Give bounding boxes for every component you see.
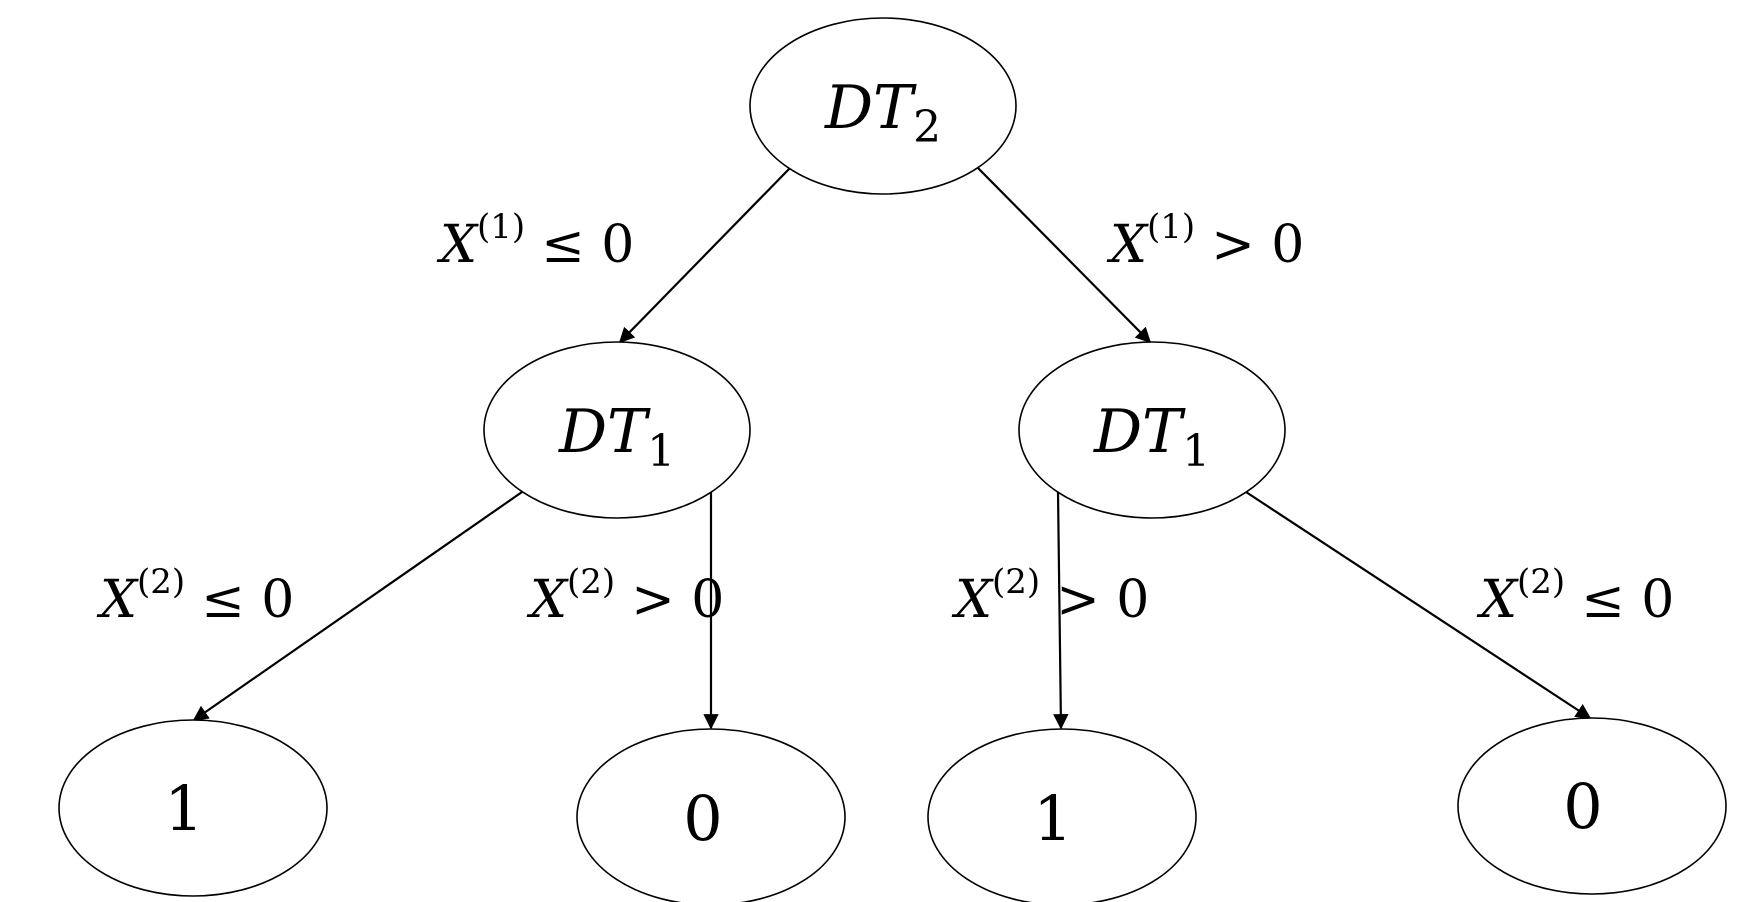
node-root: DT2	[749, 17, 1017, 195]
edge-label-right-rr: X(2)≤ 0	[1476, 562, 1674, 630]
leaf-rl-ellipse	[927, 728, 1197, 902]
edge-right-to-leaf-rl	[1053, 491, 1069, 730]
leaf-rl-label: 1	[1033, 782, 1072, 855]
leaf-ll-label: 1	[164, 772, 203, 845]
leaf-rr: 0	[1457, 717, 1727, 895]
node-root-ellipse	[749, 17, 1017, 195]
edge-label-right-rl: X(2)> 0	[951, 562, 1149, 630]
node-left-label: DT1	[558, 397, 675, 477]
leaf-ll-ellipse	[58, 719, 328, 897]
leaf-lr-label: 0	[683, 782, 722, 855]
leaf-rr-ellipse	[1457, 717, 1727, 895]
edge-root-to-left	[618, 167, 791, 344]
node-root-label: DT2	[824, 73, 941, 153]
edge-label-left-lr: X(2)> 0	[526, 562, 724, 630]
node-right-label: DT1	[1093, 397, 1210, 477]
node-left: DT1	[483, 341, 751, 519]
node-left-ellipse	[483, 341, 751, 519]
edge-root-to-right	[977, 167, 1152, 344]
edge-label-root-right: X(1)> 0	[1106, 207, 1304, 275]
leaf-lr-ellipse	[576, 728, 846, 902]
node-right: DT1	[1018, 341, 1286, 519]
edge-label-left-ll: X(2)≤ 0	[96, 562, 294, 630]
edge-left-to-leaf-ll	[192, 491, 523, 721]
leaf-rl: 1	[927, 728, 1197, 902]
edge-label-root-left: X(1)≤ 0	[436, 207, 634, 275]
edge-right-to-leaf-rr	[1245, 491, 1592, 719]
leaf-rr-label: 0	[1563, 770, 1602, 843]
node-right-ellipse	[1018, 341, 1286, 519]
leaf-ll: 1	[58, 719, 328, 897]
leaf-lr: 0	[576, 728, 846, 902]
